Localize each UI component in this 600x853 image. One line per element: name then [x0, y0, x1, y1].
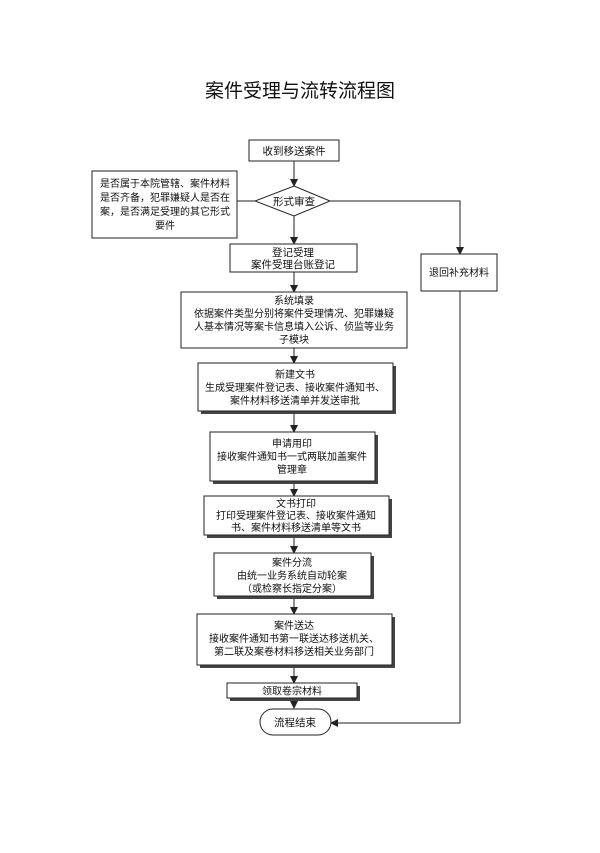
node-print-line1: 文书打印: [276, 497, 316, 510]
node-receive: 收到移送案件: [248, 139, 340, 162]
node-system-line2: 依据案件类型分别将案件受理情况、犯罪嫌疑: [194, 307, 394, 320]
node-return-label: 退回补充材料: [429, 266, 489, 279]
node-seal-line3: 管理章: [277, 463, 307, 476]
node-divert-line2: 由统一业务系统自动轮案: [237, 569, 347, 582]
node-note-line2: 是否齐备，犯罪嫌疑人是否在: [100, 191, 230, 204]
node-newdoc: 新建文书 生成受理案件登记表、接收案件通知书、 案件材料移送清单并发送审批: [197, 362, 396, 414]
node-deliver: 案件送达 接收案件通知书第一联送达移送机关、 第二联及案卷材料移送相关业务部门: [196, 613, 395, 668]
node-seal-line1: 申请用印: [272, 437, 312, 450]
edge-review-return: [330, 200, 464, 255]
node-deliver-line2: 接收案件通知书第一联送达移送机关、: [209, 632, 379, 645]
node-end: 流程结束: [259, 708, 332, 736]
node-review-label: 形式审查: [273, 195, 315, 208]
node-review: 形式审查: [253, 185, 332, 217]
node-note-line1: 是否属于本院管辖、案件材料: [100, 177, 230, 190]
node-divert: 案件分流 由统一业务系统自动轮案 （或检察长指定分案）: [213, 552, 374, 599]
edge-return-end: [330, 291, 461, 727]
page-title: 案件受理与流转流程图: [205, 80, 395, 102]
node-system: 系统填录 依据案件类型分别将案件受理情况、犯罪嫌疑 人基本情况等案卡信息填入公诉…: [180, 291, 408, 349]
node-newdoc-line3: 案件材料移送清单并发送审批: [230, 394, 360, 407]
node-note-line4: 要件: [155, 220, 175, 232]
node-system-line3: 人基本情况等案卡信息填入公诉、侦监等业务: [194, 320, 394, 333]
node-end-label: 流程结束: [274, 716, 316, 729]
node-note-line3: 案，是否满足受理的其它形式: [100, 205, 230, 218]
node-system-line4: 子模块: [279, 334, 309, 346]
node-register-line1: 登记受理: [272, 246, 314, 259]
node-seal: 申请用印 接收案件通知书一式两联加盖案件 管理章: [209, 431, 378, 484]
node-deliver-line1: 案件送达: [274, 619, 314, 632]
node-collect-label: 领取卷宗材料: [262, 685, 322, 698]
node-register-line2: 案件受理台账登记: [251, 258, 335, 271]
node-return: 退回补充材料: [420, 253, 498, 292]
node-divert-line3: （或检察长指定分案）: [242, 582, 342, 595]
node-system-line1: 系统填录: [274, 294, 314, 307]
node-receive-label: 收到移送案件: [263, 145, 326, 158]
node-deliver-line3: 第二联及案卷材料移送相关业务部门: [214, 645, 374, 658]
node-collect: 领取卷宗材料: [226, 682, 360, 701]
node-newdoc-line1: 新建文书: [275, 368, 315, 381]
node-print-line3: 书、案件材料移送清单等文书: [231, 521, 361, 534]
node-seal-line2: 接收案件通知书一式两联加盖案件: [217, 450, 367, 463]
node-register: 登记受理 案件受理台账登记: [229, 243, 358, 273]
node-newdoc-line2: 生成受理案件登记表、接收案件通知书、: [205, 381, 385, 394]
node-print-line2: 打印受理案件登记表、接收案件通知: [216, 509, 376, 522]
node-divert-line1: 案件分流: [272, 556, 312, 569]
node-print: 文书打印 打印受理案件登记表、接收案件通知 书、案件材料移送清单等文书: [203, 495, 392, 538]
node-note: 是否属于本院管辖、案件材料 是否齐备，犯罪嫌疑人是否在 案，是否满足受理的其它形…: [91, 170, 238, 239]
